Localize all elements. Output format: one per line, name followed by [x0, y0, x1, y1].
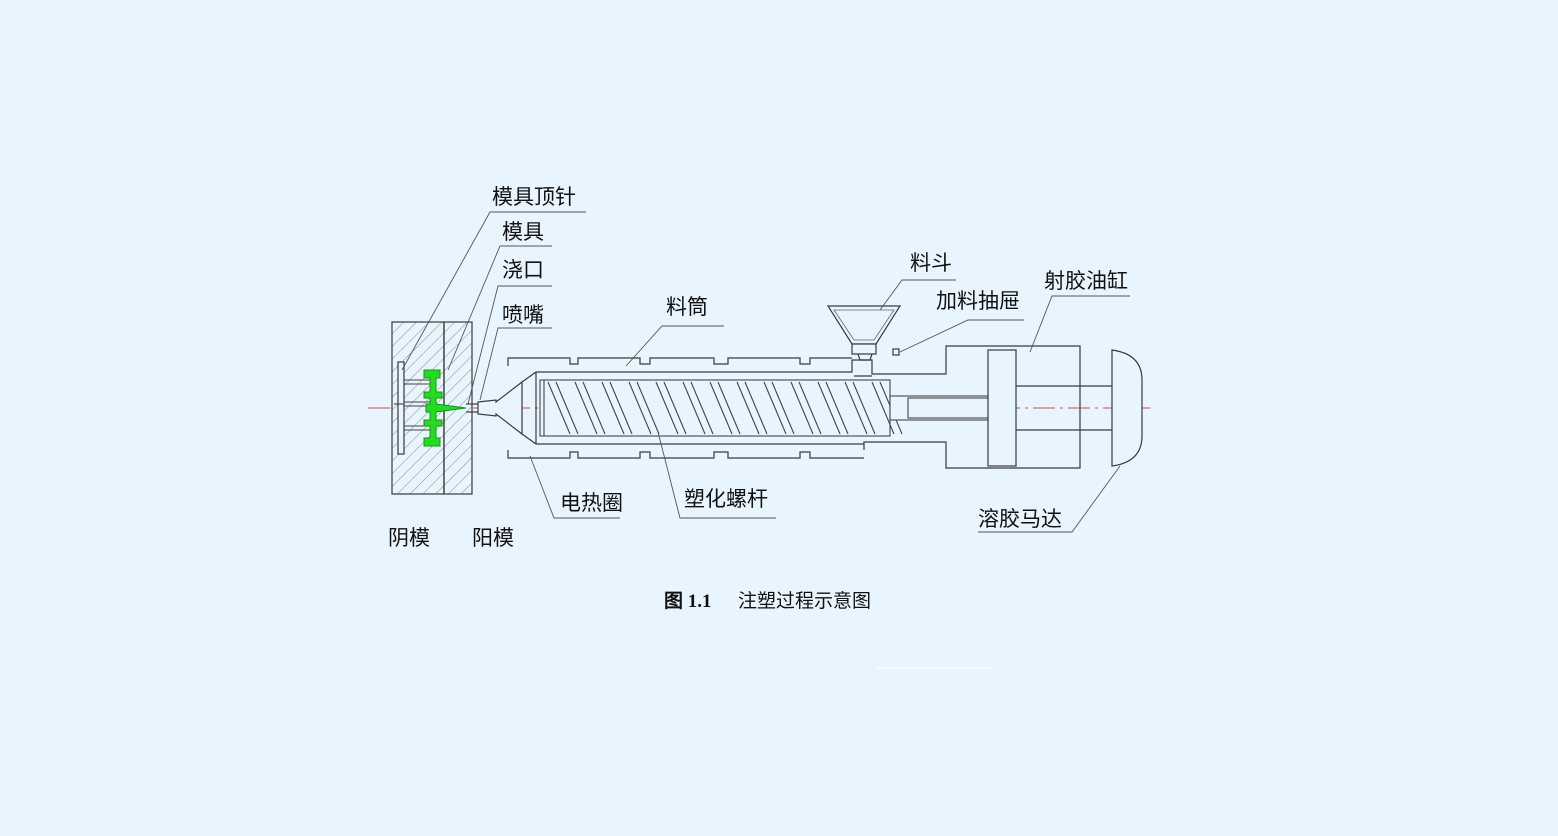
molded-part: [423, 369, 467, 447]
screw-flight: [790, 381, 822, 435]
label-female-mold: 阴模: [388, 526, 430, 550]
label-male-mold: 阳模: [472, 526, 514, 550]
heater-band-top: [507, 357, 852, 366]
heater-band-bottom: [507, 450, 864, 459]
ejector-pins: [394, 379, 430, 431]
screw-flight: [763, 381, 795, 435]
melt-motor: [1111, 349, 1143, 467]
label-heater-band: 电热圈: [560, 491, 623, 515]
ejector-plate: [397, 361, 405, 455]
hopper: [826, 305, 902, 361]
label-barrel: 料筒: [666, 295, 708, 319]
screw-flight: [736, 381, 768, 435]
caption-number: 图 1.1: [664, 590, 712, 612]
label-screw: 塑化螺杆: [684, 487, 768, 511]
leader-lines: [401, 211, 1130, 533]
piston: [987, 349, 1017, 467]
labels: 模具顶针 模具 浇口 喷嘴 料筒 料斗 加料抽屉 射胶油缸 电热圈 塑化螺杆 溶…: [388, 185, 1128, 550]
screw-flight: [817, 381, 849, 435]
label-melt-motor: 溶胶马达: [978, 507, 1062, 531]
caption-title: 注塑过程示意图: [738, 590, 871, 612]
screw-flight: [574, 381, 606, 435]
screw-flight: [655, 381, 687, 435]
label-ejector-pin: 模具顶针: [492, 185, 576, 209]
screw-flight: [844, 381, 876, 435]
mold-assembly: [391, 321, 480, 495]
injection-cylinder: [987, 349, 1112, 467]
nozzle: [477, 380, 523, 436]
feed-drawer: [892, 348, 900, 356]
screw-flight: [682, 381, 714, 435]
label-feed-drawer: 加料抽屉: [936, 289, 1020, 313]
screw-flight: [547, 381, 579, 435]
label-hopper: 料斗: [910, 251, 952, 275]
label-gate: 浇口: [502, 258, 544, 282]
label-injection-cylinder: 射胶油缸: [1044, 269, 1128, 293]
figure-caption: 图 1.1 注塑过程示意图: [664, 590, 871, 612]
label-nozzle: 喷嘴: [502, 303, 544, 327]
barrel: [507, 345, 1081, 469]
screw-flight: [601, 381, 633, 435]
screw-flight: [628, 381, 660, 435]
plasticizing-screw: [539, 379, 991, 437]
screw-flight: [709, 381, 741, 435]
label-mold: 模具: [502, 220, 544, 244]
